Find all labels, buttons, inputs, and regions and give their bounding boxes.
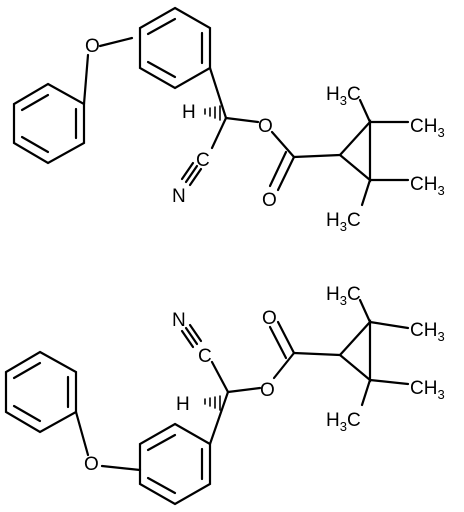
nitrile-triple-bond [180,323,203,349]
methyl-label-4: H3C [326,210,361,234]
chiral-to-ester-o-bond [226,386,262,394]
ether-bond-right [98,36,134,48]
carbonyl-double-bond-a [276,155,296,192]
benzene-ring [138,422,212,506]
methyl-label-1: H3C [326,84,361,108]
hashed-wedge-h [204,105,221,121]
methyl-label-1: H3C [326,284,361,308]
ester-oxygen-label: O [258,116,273,137]
ester-o-to-carbonyl-bond [272,351,296,380]
structure-top: O H C N O O H3C CH3 CH3 H3C [12,6,445,234]
methyl-bond-1 [358,298,372,324]
carbonyl-to-ring-bond [292,153,342,159]
ring-to-chiral-bond [208,390,230,446]
methyl-bond-1 [358,98,372,124]
nitrogen-label: N [172,186,186,207]
carbonyl-to-ring-bond [292,351,342,357]
ester-o-to-carbonyl-bond [270,130,296,159]
chiral-to-cn-bond [210,360,230,394]
carbonyl-oxygen-label: O [262,308,277,329]
ether-bond-left [82,53,90,106]
hashed-wedge-h [204,395,221,411]
hydrogen-label: H [182,102,196,123]
cyclopropane-ring [338,319,372,383]
carbonyl-double-bond-b [268,150,288,188]
ether-oxygen-label: O [85,36,100,57]
hydrogen-label: H [176,394,190,415]
methyl-bond-4 [360,178,372,207]
chiral-to-ester-o-bond [224,116,260,124]
methyl-bond-3 [368,378,410,386]
carbonyl-double-bond-a [276,320,296,355]
methyl-label-2: CH3 [410,116,445,140]
methyl-label-4: H3C [326,410,361,434]
ether-oxygen-label: O [84,454,99,475]
phenyl-ring [4,350,78,434]
methyl-label-3: CH3 [410,174,445,198]
nitrogen-label: N [172,310,186,331]
nitrile-carbon-label: C [198,346,212,367]
phenyl-ring [12,82,86,165]
methyl-bond-2 [368,320,410,330]
structure-bottom: O H C N O O H3C CH3 CH3 H3C [4,284,445,506]
ring-to-chiral-bond [208,66,228,120]
carbonyl-oxygen-label: O [262,190,277,211]
methyl-bond-4 [360,378,372,407]
carbonyl-double-bond-b [268,325,288,360]
cyclopropane-ring [338,119,372,183]
ester-oxygen-label: O [260,380,275,401]
ether-bond-left [74,410,90,457]
nitrile-carbon-label: C [196,150,210,171]
methyl-label-3: CH3 [410,378,445,402]
nitrile-triple-bond [180,161,203,187]
methyl-label-2: CH3 [410,320,445,344]
chiral-to-cn-bond [210,116,228,150]
benzene-ring [138,6,212,90]
ether-bond-right [100,464,142,472]
